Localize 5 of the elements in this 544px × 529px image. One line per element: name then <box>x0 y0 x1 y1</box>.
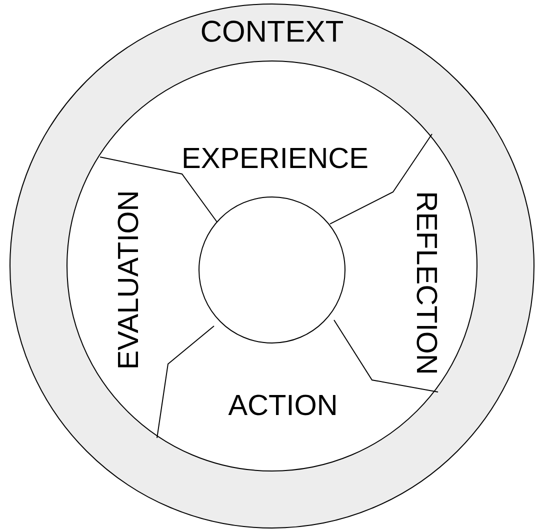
segment-label: REFLECTION <box>416 194 438 372</box>
segment-label: EXPERIENCE <box>184 148 368 168</box>
segment-label: EVALUATION <box>118 192 138 368</box>
center-circle <box>198 196 346 344</box>
segment-label: ACTION <box>228 394 336 416</box>
